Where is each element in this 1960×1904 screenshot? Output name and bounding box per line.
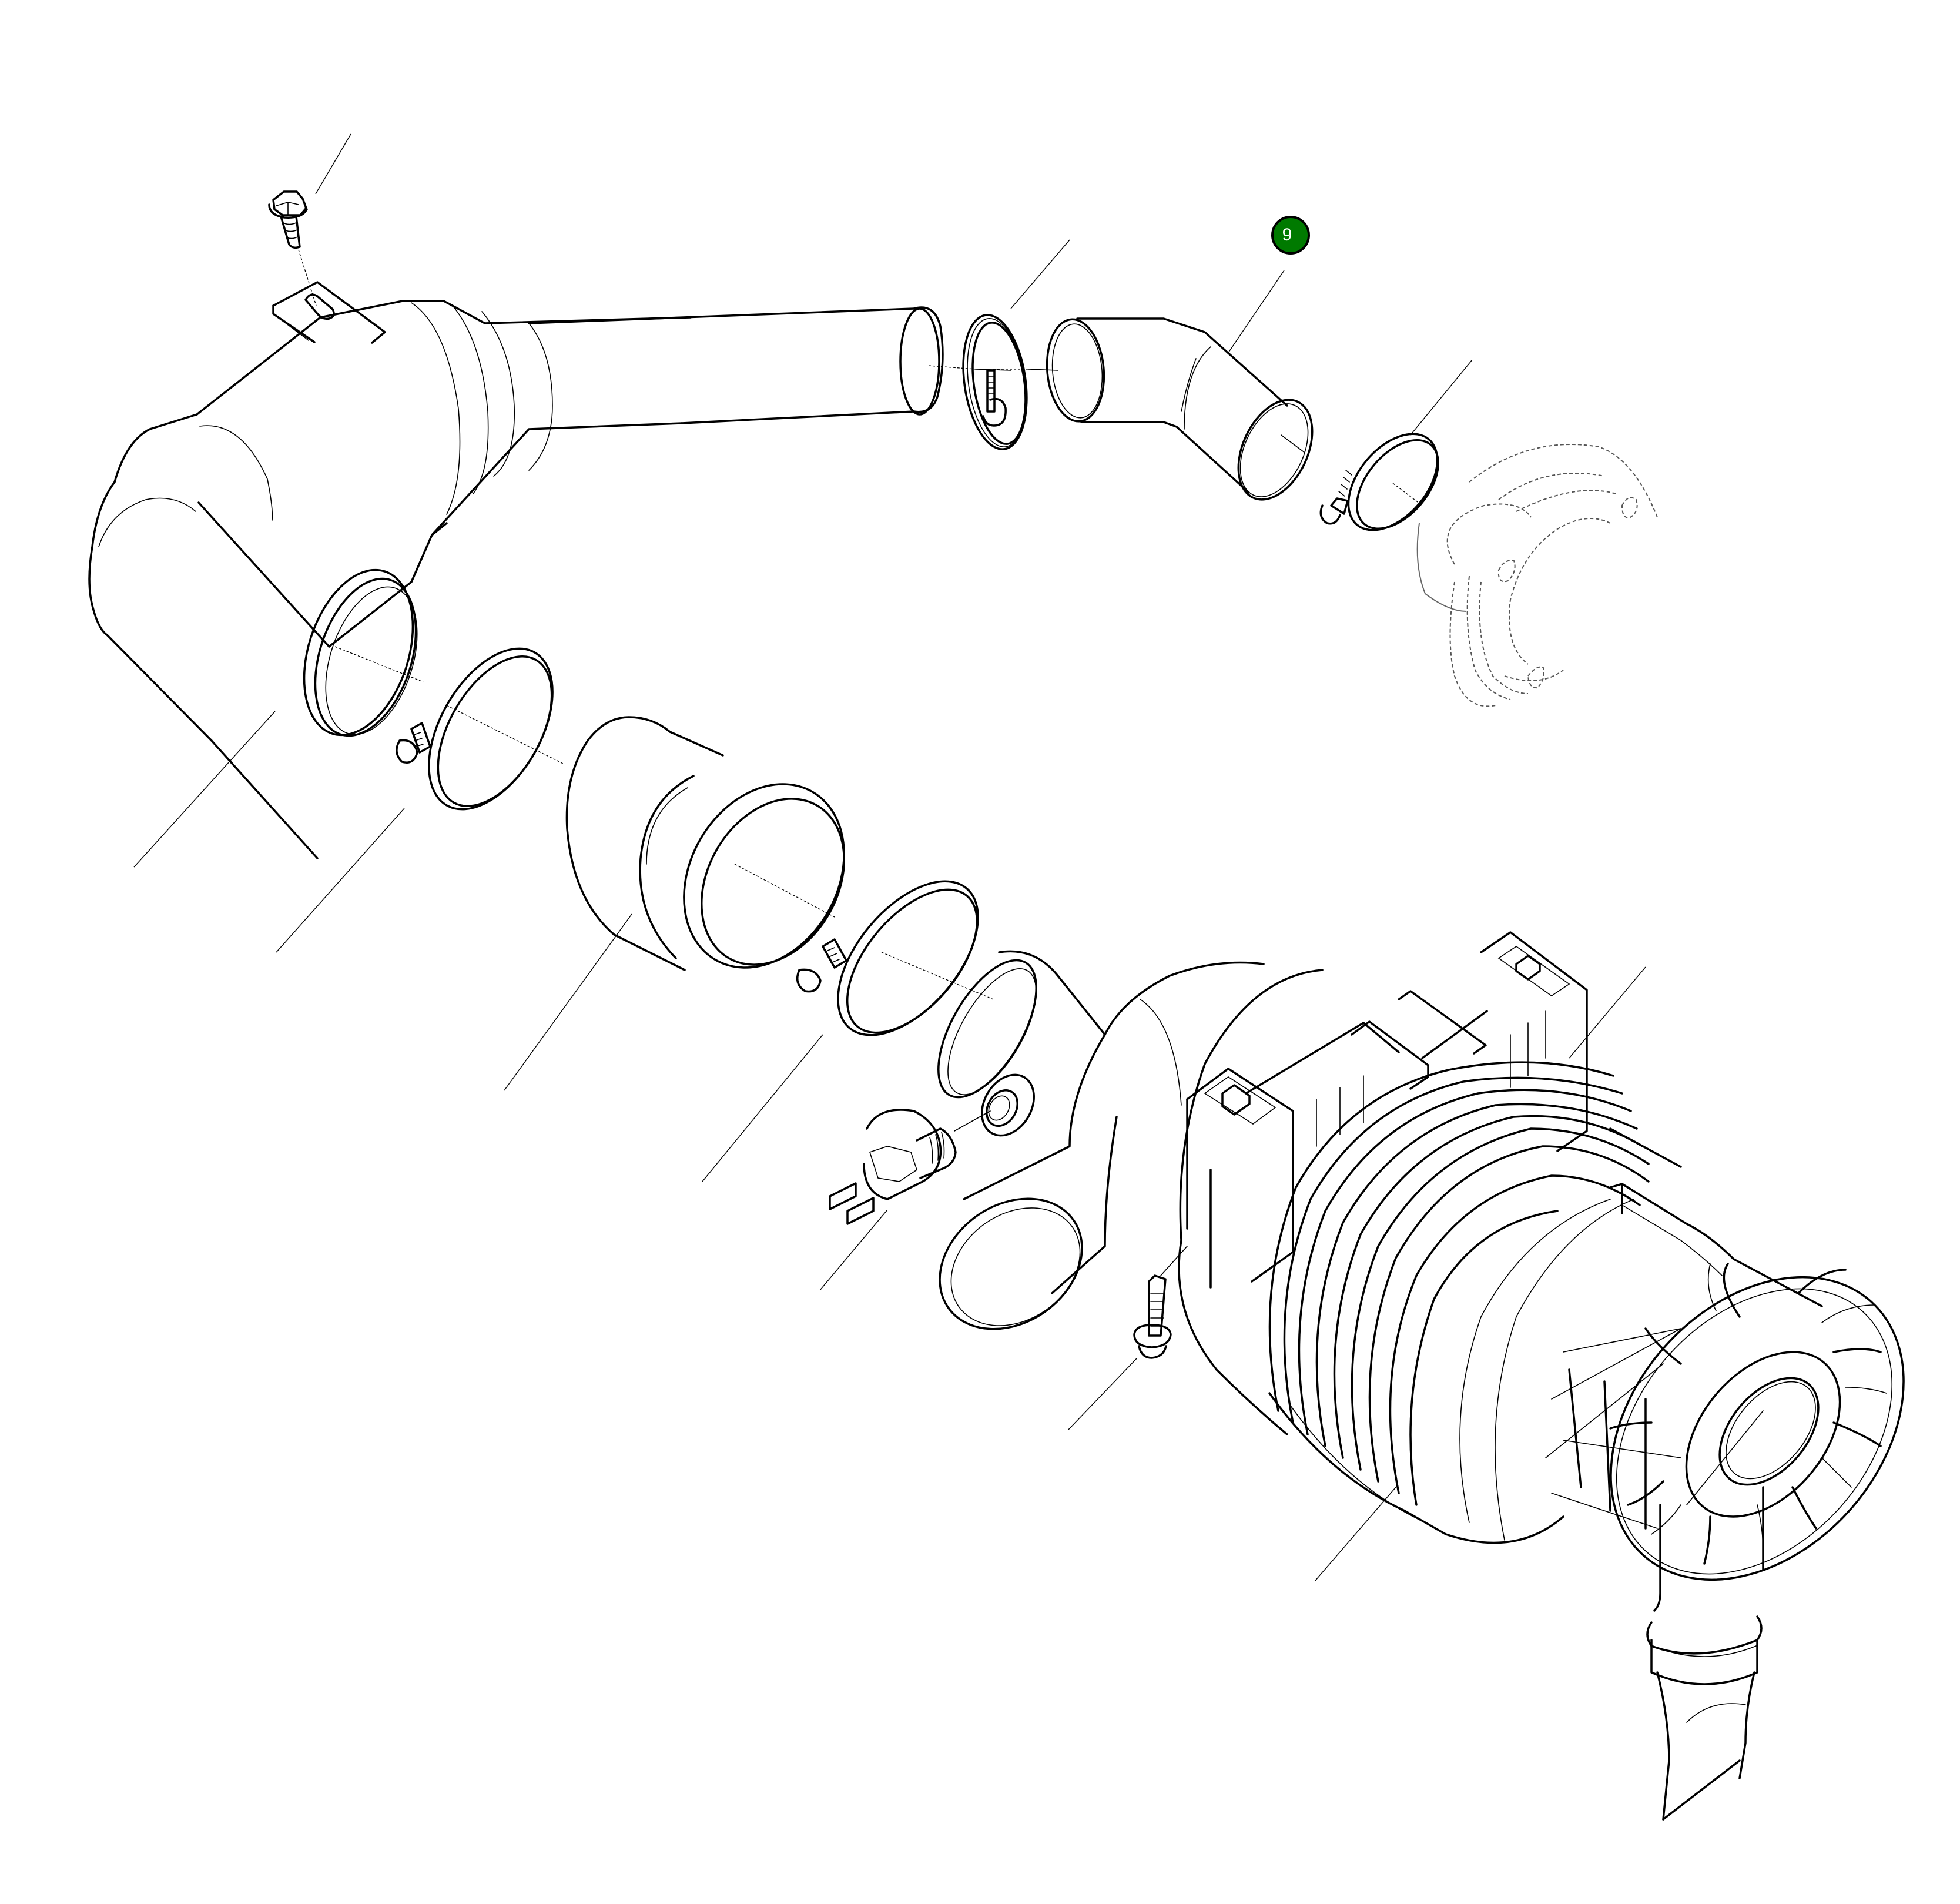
sleeve-icon [565, 716, 845, 971]
hose-clamp-icon [396, 647, 565, 811]
pipe-elbow-icon [88, 281, 944, 859]
hose-clamp-icon [1319, 433, 1439, 531]
sensor-icon [829, 1109, 991, 1225]
hose-clamp-icon [796, 880, 994, 1036]
flange-icon [1416, 444, 1658, 707]
hose-clamp-icon [928, 314, 1028, 450]
callout-label: 9 [1282, 225, 1292, 245]
air-filter-icon [1178, 931, 1905, 1581]
part-intake-hose-item-9[interactable] [1046, 312, 1322, 500]
pipe-elbow-icon [937, 950, 1265, 1330]
valve-icon [1646, 1486, 1764, 1821]
callout-badge-9[interactable]: 9 [1271, 216, 1310, 255]
bolt-icon [268, 190, 317, 306]
bolt-icon [1133, 1246, 1188, 1359]
part-main-intake-pipe[interactable] [91, 282, 943, 741]
part-air-filter-housing[interactable] [1175, 929, 1887, 1617]
hose-elbow-icon [993, 317, 1314, 501]
leader-lines [133, 133, 1646, 1582]
